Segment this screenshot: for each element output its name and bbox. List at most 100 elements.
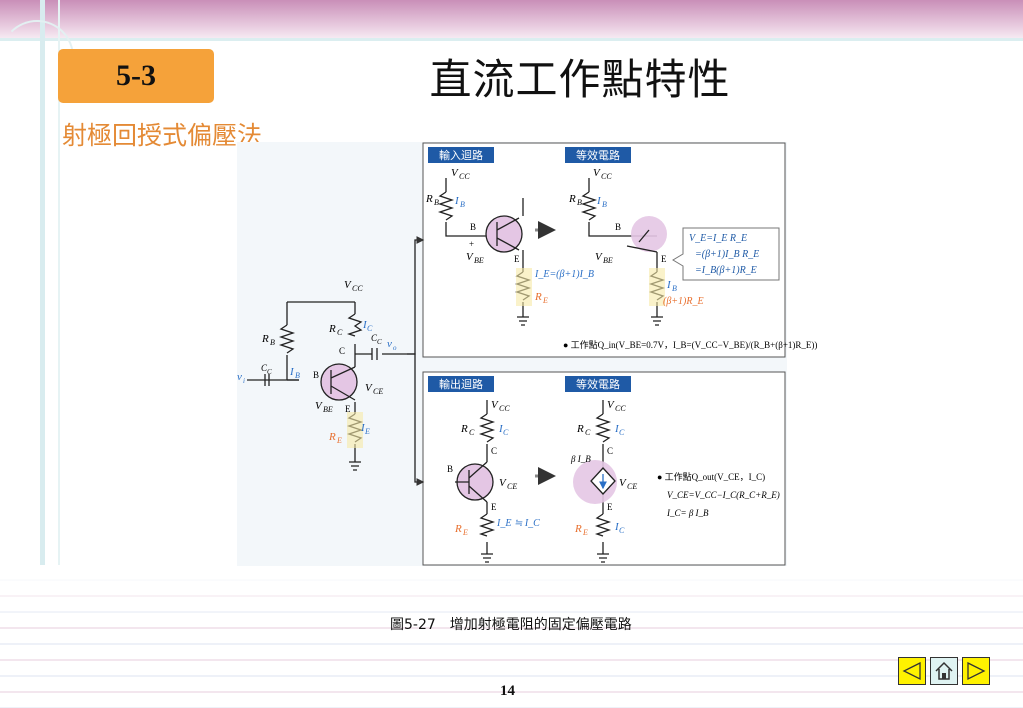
svg-text:C: C [607, 446, 613, 456]
q-out-line-2: V_CE=V_CC−I_C(R_C+R_E) [667, 490, 780, 500]
svg-text:I: I [360, 422, 366, 434]
svg-text:C: C [337, 328, 343, 337]
svg-text:B: B [270, 338, 275, 347]
svg-text:C: C [503, 428, 509, 437]
svg-text:C: C [339, 346, 345, 356]
q-out-line-3: I_C= β I_B [666, 508, 709, 518]
main-circuit [247, 236, 425, 486]
svg-text:B: B [460, 200, 465, 209]
svg-text:E: E [542, 296, 548, 305]
svg-text:C: C [371, 333, 378, 343]
svg-text:B: B [615, 222, 621, 232]
svg-text:B: B [295, 371, 300, 380]
svg-text:I_E ≒ I_C: I_E ≒ I_C [496, 518, 540, 529]
svg-text:R: R [261, 333, 269, 345]
svg-text:C: C [469, 428, 475, 437]
svg-text:E: E [336, 436, 342, 445]
svg-text:C: C [619, 526, 625, 535]
output-loop-circuit [478, 400, 556, 563]
svg-text:R: R [574, 523, 582, 535]
svg-text:BE: BE [474, 256, 484, 265]
circuit-diagram: 輸入迴路 等效電路 輸出迴路 等效電路 V CC R B R C I C C C… [237, 142, 817, 566]
svg-text:I: I [614, 423, 620, 435]
svg-text:B: B [577, 198, 582, 207]
svg-text:+: + [469, 239, 474, 249]
svg-text:B: B [672, 284, 677, 293]
svg-text:V: V [619, 477, 627, 489]
svg-text:V: V [365, 382, 373, 394]
svg-text:E: E [462, 528, 468, 537]
svg-text:CE: CE [373, 387, 383, 396]
svg-text:V: V [607, 399, 615, 411]
svg-text:V: V [315, 400, 323, 412]
svg-text:E: E [364, 427, 370, 436]
slide-title: 直流工作點特性 [429, 55, 731, 104]
svg-text:I_E=(β+1)I_B: I_E=(β+1)I_B [534, 269, 594, 280]
svg-text:E: E [514, 254, 520, 264]
q-out-line-1: ● 工作點Q_out(V_CE，I_C) [657, 471, 765, 482]
svg-text:B: B [447, 464, 453, 474]
svg-text:I: I [362, 319, 368, 331]
decor-vertical-line-thin [58, 0, 60, 708]
svg-text:E: E [491, 502, 497, 512]
decor-vertical-line [40, 0, 45, 708]
svg-text:B: B [470, 222, 476, 232]
svg-text:R: R [328, 431, 336, 443]
input-loop-label: 輸入迴路 [439, 148, 483, 162]
svg-text:V: V [466, 251, 474, 263]
svg-text:CC: CC [459, 172, 470, 181]
svg-text:B: B [434, 198, 439, 207]
svg-text:R: R [454, 523, 462, 535]
equiv-tag-bottom [565, 376, 631, 392]
svg-text:I: I [498, 423, 504, 435]
svg-text:V: V [499, 477, 507, 489]
home-button[interactable] [930, 657, 958, 685]
svg-text:I: I [666, 279, 672, 291]
svg-text:B: B [602, 200, 607, 209]
equiv-label-bottom: 等效電路 [576, 377, 620, 391]
output-equivalent-circuit [594, 400, 612, 563]
svg-text:I: I [454, 195, 460, 207]
svg-text:C: C [619, 428, 625, 437]
svg-text:CE: CE [507, 482, 517, 491]
header-rule [0, 38, 1023, 41]
circuit-figure: 輸入迴路 等效電路 輸出迴路 等效電路 V CC R B R C I C C C… [237, 142, 817, 566]
svg-text:I: I [596, 195, 602, 207]
output-loop-tag [428, 376, 494, 392]
next-slide-button[interactable] [962, 657, 990, 685]
svg-text:R: R [534, 291, 542, 303]
output-loop-label: 輸出迴路 [439, 377, 483, 391]
svg-text:CC: CC [601, 172, 612, 181]
svg-text:V: V [451, 167, 459, 179]
section-number: 5-3 [116, 59, 156, 92]
main-transistor [320, 363, 358, 401]
svg-text:BE: BE [603, 256, 613, 265]
svg-text:R: R [460, 423, 468, 435]
svg-text:β I_B: β I_B [570, 454, 591, 464]
svg-text:E: E [661, 254, 667, 264]
svg-text:CC: CC [615, 404, 626, 413]
svg-text:E: E [607, 502, 613, 512]
svg-text:C: C [367, 324, 373, 333]
svg-text:V: V [344, 279, 352, 291]
ve-line-2: =(β+1)I_B R_E [695, 249, 759, 260]
caption-number: 圖5-27 [390, 617, 436, 633]
svg-text:I: I [614, 521, 620, 533]
svg-text:V: V [491, 399, 499, 411]
q-in-text: ● 工作點Q_in(V_BE=0.7V，I_B=(V_CC−V_BE)/(R_B… [563, 339, 817, 350]
prev-arrow-icon [902, 661, 921, 681]
svg-text:E: E [345, 404, 351, 414]
svg-text:B: B [313, 370, 319, 380]
prev-slide-button[interactable] [898, 657, 926, 685]
svg-text:C: C [491, 446, 497, 456]
svg-text:C: C [261, 363, 268, 373]
svg-text:CC: CC [352, 284, 363, 293]
equiv-label-top: 等效電路 [576, 148, 620, 162]
section-number-badge: 5-3 [58, 49, 214, 103]
svg-text:V: V [595, 251, 603, 263]
svg-text:R: R [568, 193, 576, 205]
svg-text:R: R [328, 323, 336, 335]
ve-line-3: =I_B(β+1)R_E [695, 265, 757, 276]
home-icon [935, 661, 953, 680]
